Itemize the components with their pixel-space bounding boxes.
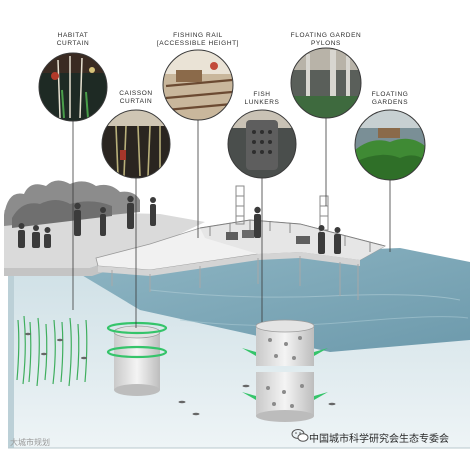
photo-caisson-curtain — [101, 109, 171, 179]
photo-fishing-rail — [162, 49, 234, 121]
photo-fish-lunkers — [227, 109, 297, 179]
water-surface — [70, 248, 470, 352]
wechat-icon — [291, 429, 309, 442]
leader-lines — [72, 118, 391, 328]
label-habitat-curtain: HABITAT CURTAIN — [56, 32, 90, 47]
fish-school — [25, 332, 336, 416]
photo-floating-gardens — [354, 109, 426, 181]
people-silhouettes — [18, 195, 156, 248]
label-fishing-rail: FISHING RAIL [ACCESSIBLE HEIGHT] — [156, 32, 240, 47]
habitat-curtain-plants — [16, 315, 88, 387]
watermark-right: 中国城市科学研究会生态专委会 — [309, 434, 449, 445]
label-fish-lunkers: FISH LUNKERS — [244, 91, 280, 106]
watermark-left: 大城市规划 — [10, 438, 50, 447]
fish-lunker-stack — [242, 319, 328, 422]
photo-habitat-curtain — [38, 52, 108, 122]
caisson-cylinder — [106, 321, 168, 396]
photo-floating-garden-pylons — [290, 47, 362, 119]
floating-deck — [95, 185, 387, 300]
label-floating-garden-pylons: FLOATING GARDEN PYLONS — [290, 32, 362, 47]
label-floating-gardens: FLOATING GARDENS — [371, 91, 409, 106]
label-caisson-curtain: CAISSON CURTAIN — [119, 90, 153, 105]
